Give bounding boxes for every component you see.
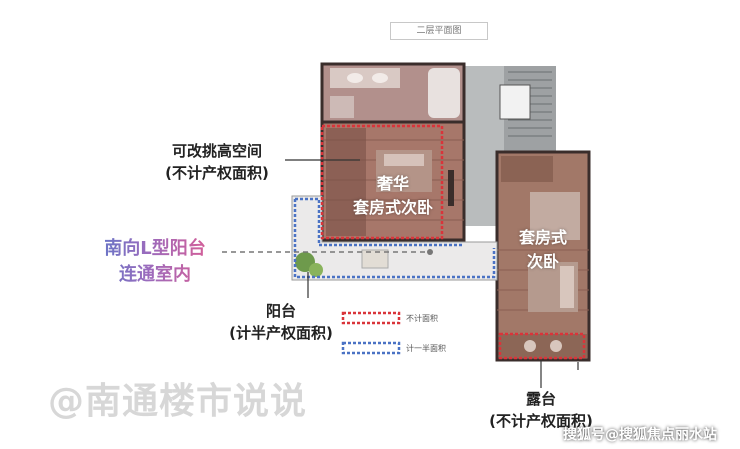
- terrace-area: [499, 334, 587, 358]
- vanity: [330, 68, 400, 88]
- balcony-table: [361, 249, 389, 269]
- plan-title: 二层平面图: [390, 22, 488, 40]
- terrace-label: 露台 (不计产权面积): [489, 390, 593, 430]
- high-space-label: 可改挑高空间 (不计产权面积): [165, 142, 269, 182]
- walk-in-closet: [326, 128, 366, 236]
- red-dash-high-space: [320, 124, 444, 240]
- suite-room: [495, 150, 591, 362]
- legend-red-swatch: [341, 311, 401, 325]
- suite-bath: [530, 192, 580, 240]
- suite-label: 套房式 次卧: [518, 228, 567, 271]
- balcony-label: 阳台 (计半产权面积): [229, 302, 333, 342]
- wc: [330, 96, 354, 118]
- luxury-suite-label: 奢华 套房式次卧: [352, 174, 433, 217]
- legend-blue-swatch: [341, 341, 401, 355]
- legend-red-text: 不计面积: [406, 314, 438, 323]
- bathtub: [428, 68, 460, 118]
- suite-closet: [501, 156, 553, 182]
- stair-landing: [499, 84, 531, 120]
- watermark-source: 搜狐号@搜狐焦点丽水站: [563, 427, 717, 443]
- blue-dash-balcony-bottom: [293, 199, 496, 279]
- blue-dash-balcony-top: [295, 197, 462, 247]
- watermark: @南通楼市说说: [48, 381, 308, 422]
- legend-blue-text: 计一半面积: [406, 344, 446, 353]
- l-balcony: [291, 195, 498, 281]
- south-balcony-label: 南向L型阳台 连通室内: [88, 236, 222, 288]
- red-dash-terrace: [498, 332, 586, 360]
